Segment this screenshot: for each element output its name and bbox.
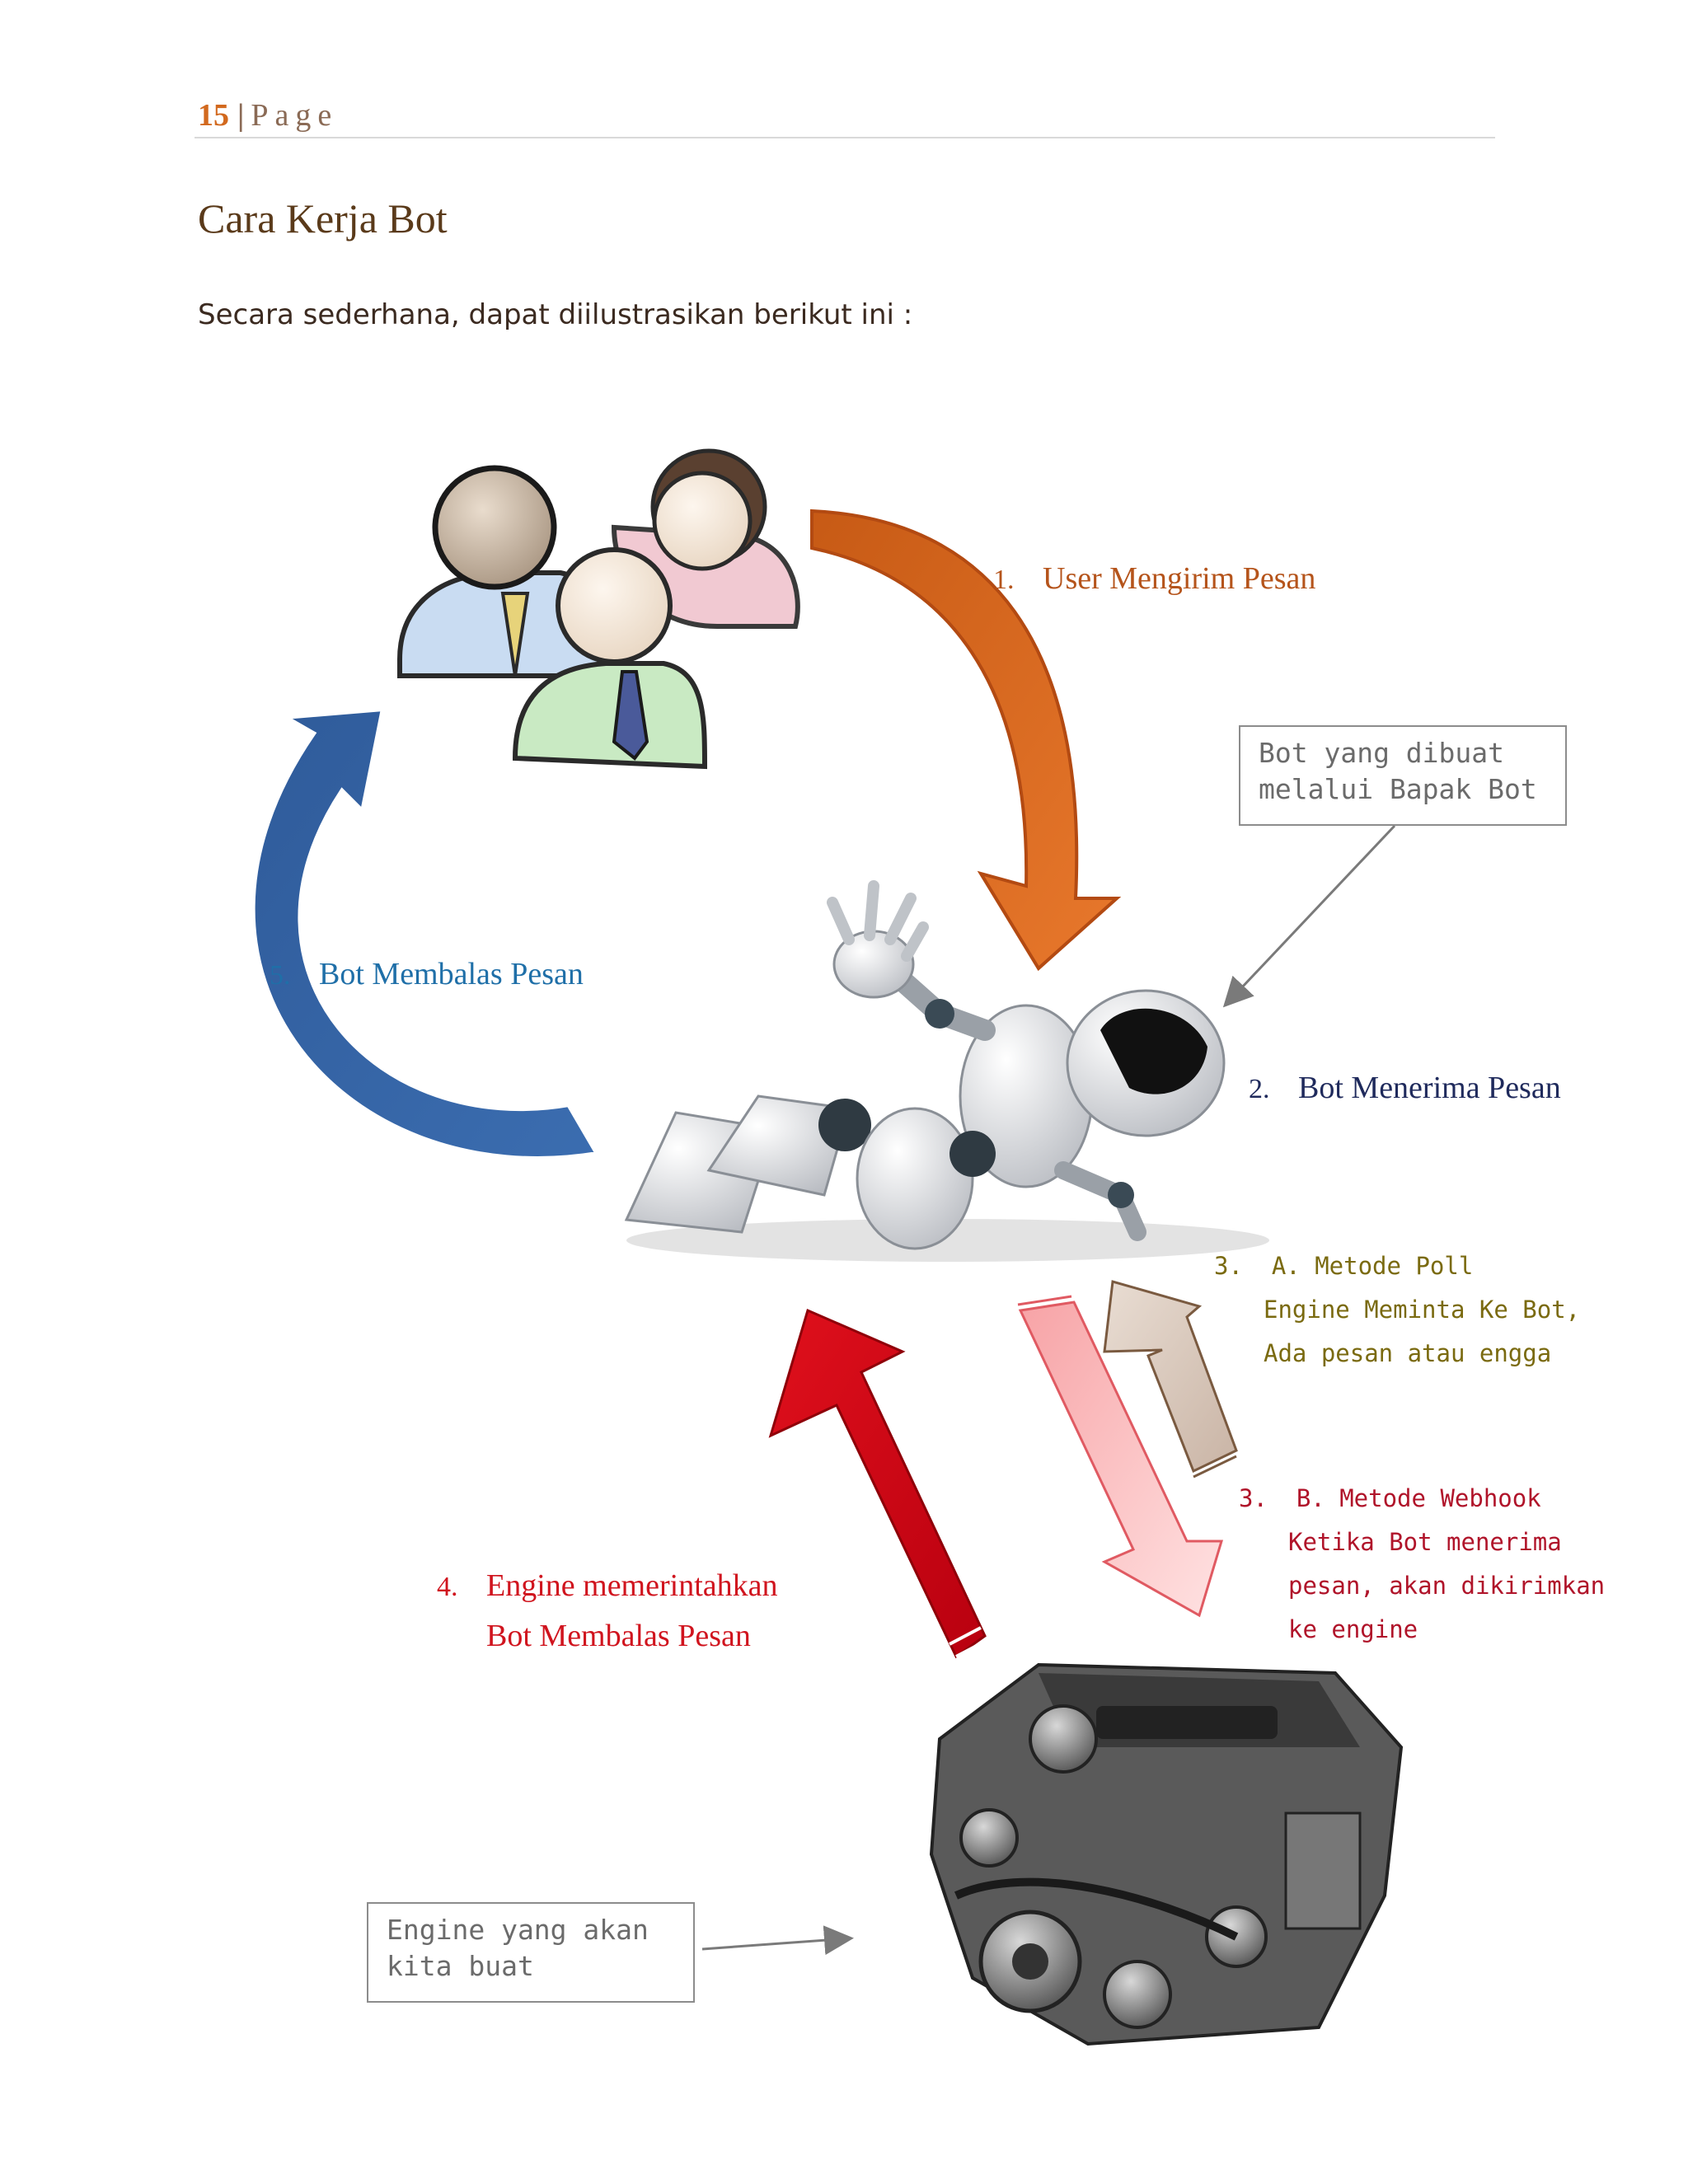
step-4-line1: Engine memerintahkan (486, 1568, 778, 1603)
bot-callout-line2: melalui Bapak Bot (1259, 773, 1537, 805)
engine-callout-line2: kita buat (387, 1950, 534, 1982)
arrow-user-to-bot (810, 509, 1122, 972)
intro-text: Secara sederhana, dapat diilustrasikan b… (198, 298, 913, 331)
step-1-text: User Mengirim Pesan (1043, 561, 1316, 596)
step-3a-number: 3. (1214, 1252, 1243, 1280)
engine-callout-arrow (701, 1925, 854, 1956)
bot-callout-arrow (1222, 824, 1396, 1008)
step-4-line2: Bot Membalas Pesan (486, 1619, 751, 1653)
bot-callout-box: Bot yang dibuat melalui Bapak Bot (1239, 725, 1567, 826)
users-icon (397, 448, 800, 770)
step-1-label: 1. User Mengirim Pesan (993, 560, 1315, 597)
step-2-label: 2. Bot Menerima Pesan (1249, 1070, 1561, 1106)
step-4-label: 4. Engine memerintahkan (437, 1568, 778, 1604)
header-rule (195, 137, 1495, 138)
arrow-engine-to-bot (768, 1308, 988, 1659)
step-3b-line2: Ketika Bot menerima (1288, 1528, 1562, 1556)
step-2-number: 2. (1249, 1074, 1270, 1104)
step-3b-line1: B. Metode Webhook (1296, 1484, 1541, 1512)
engine-callout-line1: Engine yang akan (387, 1914, 649, 1946)
arrow-bot-to-engine (1017, 1295, 1224, 1618)
step-1-number: 1. (993, 565, 1015, 595)
engine-callout-box: Engine yang akan kita buat (367, 1902, 695, 2003)
step-4-number: 4. (437, 1572, 458, 1602)
bot-callout-line1: Bot yang dibuat (1259, 737, 1505, 769)
step-3a-line3: Ada pesan atau engga (1264, 1339, 1552, 1367)
page-label: Page (251, 98, 339, 133)
step-3b-number: 3. (1239, 1484, 1268, 1512)
arrow-bot-to-user (250, 705, 602, 1161)
step-3b-line3: pesan, akan dikirimkan (1288, 1572, 1606, 1600)
page-number: 15 (198, 98, 229, 133)
step-3b-label: 3. B. Metode Webhook (1239, 1477, 1541, 1521)
arrow-engine-poll-bot (1103, 1280, 1238, 1479)
page-title: Cara Kerja Bot (198, 195, 448, 241)
engine-icon (929, 1662, 1404, 2046)
step-3a-label: 3. A. Metode Poll (1214, 1244, 1473, 1288)
header-separator: | (237, 98, 246, 133)
page-header: 15|Page (198, 97, 338, 134)
step-5-number: 5. (270, 960, 291, 991)
step-3b-line4: ke engine (1288, 1615, 1418, 1643)
step-3a-line1: A. Metode Poll (1271, 1252, 1474, 1280)
step-5-label: 5. Bot Membalas Pesan (270, 956, 584, 992)
robot-icon (624, 880, 1269, 1262)
step-3a-line2: Engine Meminta Ke Bot, (1264, 1296, 1581, 1324)
step-5-text: Bot Membalas Pesan (319, 957, 584, 991)
step-2-text: Bot Menerima Pesan (1298, 1071, 1561, 1105)
